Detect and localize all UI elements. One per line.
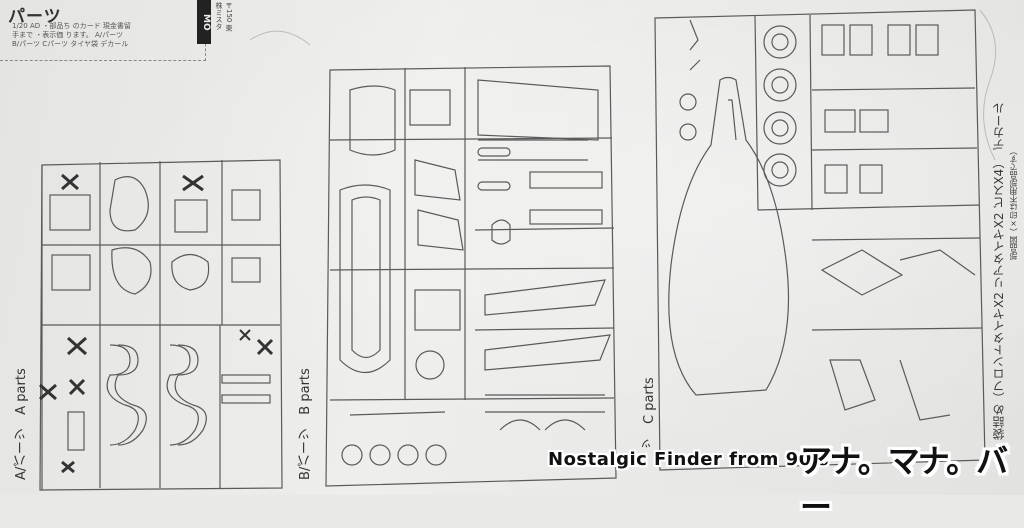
sprue-tree-c [654, 9, 986, 471]
instruction-line: B/パーツ [12, 40, 41, 48]
c-parts-label: ッ C parts [640, 340, 659, 450]
instruction-line: 1/20 AD [12, 22, 41, 30]
a-parts-label-text: A/パーツ A parts [14, 368, 29, 480]
parts-diagram-note: 部品図（×印は不用部品です） [1008, 60, 1019, 260]
sprue-tree-a [39, 159, 283, 491]
a-parts-label: A/パーツ A parts [12, 340, 31, 480]
instruction-notes: 1/20 AD ・部品ち のカード 現金書留 手まで ・表示価 ります。 A/パ… [12, 22, 192, 49]
b-parts-label: B/パーツ B parts [296, 350, 315, 480]
nostalgic-finder-watermark: Nostalgic Finder from 90's [548, 449, 829, 470]
bag-contents-text: 袋詰め（フロントタイヤX2 リアタイヤX2 ビスX4） デカール [990, 40, 1007, 440]
instruction-notes-block: パーツ 1/20 AD ・部品ち のカード 現金書留 手まで ・表示価 ります。… [0, 0, 206, 61]
instruction-line: Cパーツ [42, 40, 69, 48]
parts-diagram-note-label: 部品図（×印は不用部品です） [1009, 147, 1018, 260]
instruction-line: ります。 [65, 31, 93, 39]
c-parts-label-text: ッ C parts [642, 377, 657, 450]
company-name: 株ミスタ [214, 2, 224, 30]
sprue-tree-b [325, 65, 617, 487]
brand-box: MO [197, 0, 211, 44]
instruction-line: ・表示価 [35, 31, 64, 39]
instruction-line: ・部品ち [42, 22, 71, 30]
site-logo: アナ。マナ。バー [800, 442, 1008, 526]
company-address: 〒150 東 [224, 2, 234, 32]
instruction-line: A/パーツ [95, 31, 124, 39]
instruction-line: デカール [100, 40, 129, 48]
address-text: 〒150 東 [225, 2, 233, 32]
instruction-line: 現金書留 [102, 22, 131, 30]
bag-contents-label: 袋詰め（フロントタイヤX2 リアタイヤX2 ビスX4） デカール [992, 102, 1006, 440]
b-parts-label-text: B/パーツ B parts [298, 368, 313, 480]
instruction-title: パーツ [8, 7, 62, 27]
instruction-line: タイヤ袋 [70, 40, 99, 48]
sprue-diagram [39, 9, 997, 491]
brand-text: MO [201, 13, 211, 31]
instruction-line: のカード [72, 22, 101, 30]
instruction-line: 手まで [12, 31, 33, 39]
company-text: 株ミスタ [215, 2, 223, 30]
